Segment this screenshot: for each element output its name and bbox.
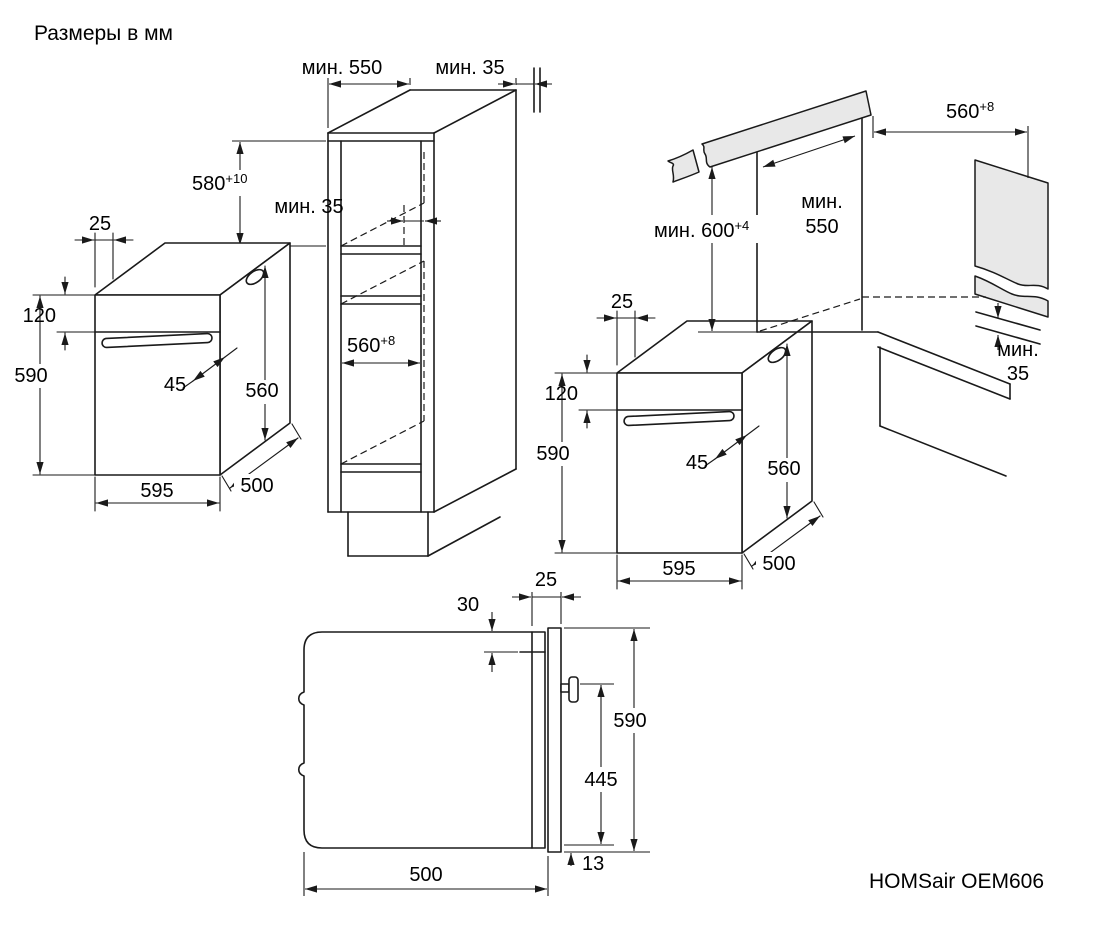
dim-rear-wall-gap-label: мин. 35: [435, 57, 504, 79]
base-niche-height-tolerance: +4: [734, 218, 749, 233]
niche-height-value: 580: [192, 173, 225, 195]
tall-cabinet-hidden-edges: [340, 148, 425, 465]
dim-base-niche-depth-label: мин.: [801, 191, 843, 213]
dim-base-rear-gap-label: мин.: [997, 339, 1039, 361]
worktop-fragment: [667, 149, 700, 183]
niche-width-tolerance: +8: [380, 333, 395, 348]
side-view-dim-lines: [303, 592, 650, 896]
dim-base-niche-width-lines: [872, 116, 1029, 178]
adjacent-side-panel-upper: [974, 159, 1049, 290]
base-niche-hidden-edges: [759, 296, 986, 332]
dim-cabinet-depth-lines: [327, 78, 411, 128]
niche-width-value: 560: [347, 335, 380, 357]
oven-isometric: [33, 233, 301, 511]
base-niche-width-value: 560: [946, 101, 979, 123]
dim-oven-door-offset-label: 25: [89, 213, 111, 235]
niche-height-tolerance: +10: [225, 171, 247, 186]
dim-cabinet-depth-label: мин. 550: [302, 57, 382, 79]
dim-top-gap-label: 30: [457, 594, 479, 616]
oven-isometric: [555, 311, 823, 589]
dim-oven-depth-label: 500: [240, 475, 273, 497]
dim-oven-width-label: 595: [662, 558, 695, 580]
dim-niche-height-label: 580+10: [192, 171, 247, 195]
base-niche-width-tolerance: +8: [979, 99, 994, 114]
dim-bottom-gap-label: 13: [582, 853, 604, 875]
dim-oven-body-height-label: 560: [767, 458, 800, 480]
dim-height-label: 590: [613, 710, 646, 732]
base-cabinet-drawing: 560+8 мин. 600+4 мин. 550 мин. 35 25 120…: [531, 90, 1049, 589]
dim-oven-depth-label: 500: [762, 553, 795, 575]
base-niche-height-value: мин. 600: [654, 220, 734, 242]
model-label: HOMSair OEM606: [869, 870, 1044, 893]
handle-standoff: [560, 683, 570, 693]
dim-base-niche-depth-value: 550: [805, 216, 838, 238]
page-title: Размеры в мм: [34, 22, 173, 45]
dim-rear-wall-gap-lines: [498, 78, 552, 88]
dim-oven-panel-height-label: 120: [23, 305, 56, 327]
dim-oven-panel-height-label: 120: [545, 383, 578, 405]
dim-shelf-gap-label: мин. 35: [274, 196, 343, 218]
dim-oven-handle-depth-label: 45: [164, 374, 186, 396]
dim-base-rear-gap-value: 35: [1007, 363, 1029, 385]
dim-depth-label: 500: [409, 864, 442, 886]
side-view-drawing: 25 30 590 445 500 13: [297, 569, 653, 896]
dim-base-niche-depth-lines: [762, 135, 856, 168]
dim-oven-body-height-label: 560: [245, 380, 278, 402]
adjacent-side-panel-lower: [974, 275, 1049, 318]
worktop: [701, 90, 872, 168]
dim-door-offset-label: 25: [535, 569, 557, 591]
side-view-body: [297, 627, 579, 853]
dim-base-niche-height-lines: [698, 167, 757, 333]
dim-niche-width-label: 560+8: [347, 333, 395, 357]
dim-base-niche-height-label: мин. 600+4: [654, 218, 749, 242]
dim-oven-handle-depth-label: 45: [686, 452, 708, 474]
rear-gap-edges: [975, 311, 1041, 345]
dim-oven-width-label: 595: [140, 480, 173, 502]
handle-grip: [568, 676, 579, 703]
tall-cabinet-drawing: мин. 550 мин. 35 580+10 мин. 35 560+8 25…: [9, 57, 552, 557]
tall-cabinet: [327, 67, 541, 557]
dim-base-niche-width-label: 560+8: [946, 99, 994, 123]
oven-door-profile: [547, 627, 562, 853]
dim-oven-height-label: 590: [14, 365, 47, 387]
dim-handle-to-bottom-label: 445: [584, 769, 617, 791]
dim-oven-height-label: 590: [536, 443, 569, 465]
dim-oven-door-offset-label: 25: [611, 291, 633, 313]
